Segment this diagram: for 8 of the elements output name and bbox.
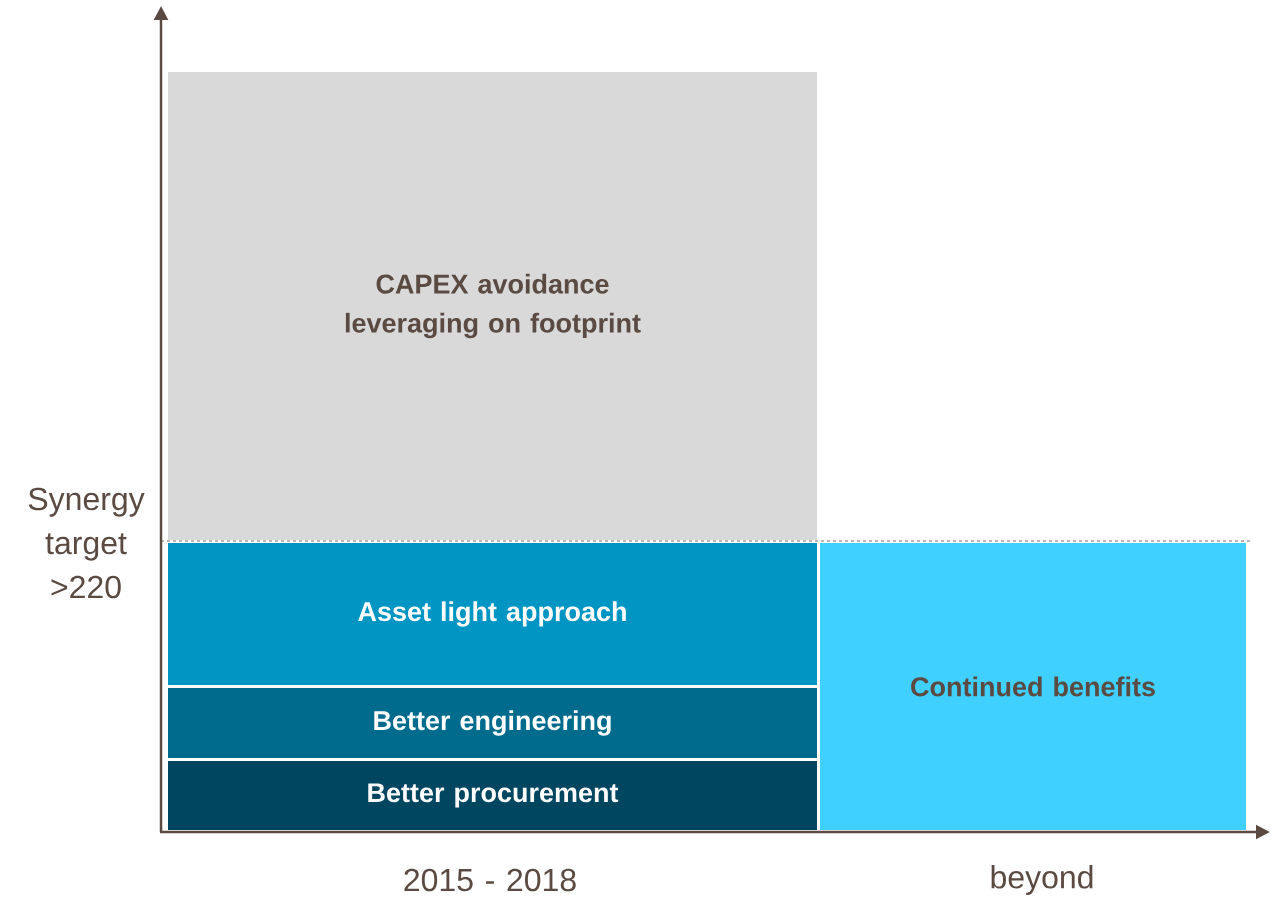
block: CAPEX avoidance leveraging on footprint	[168, 72, 817, 540]
block: Better engineering	[168, 688, 817, 758]
axis-label: Synergy target >220	[28, 487, 145, 599]
block: Continued benefits	[820, 543, 1246, 830]
block: Better procurement	[168, 761, 817, 830]
axis-label: beyond	[991, 865, 1093, 895]
axis-label: 2015 - 2018	[404, 868, 576, 892]
block: Asset light approach	[168, 543, 817, 685]
